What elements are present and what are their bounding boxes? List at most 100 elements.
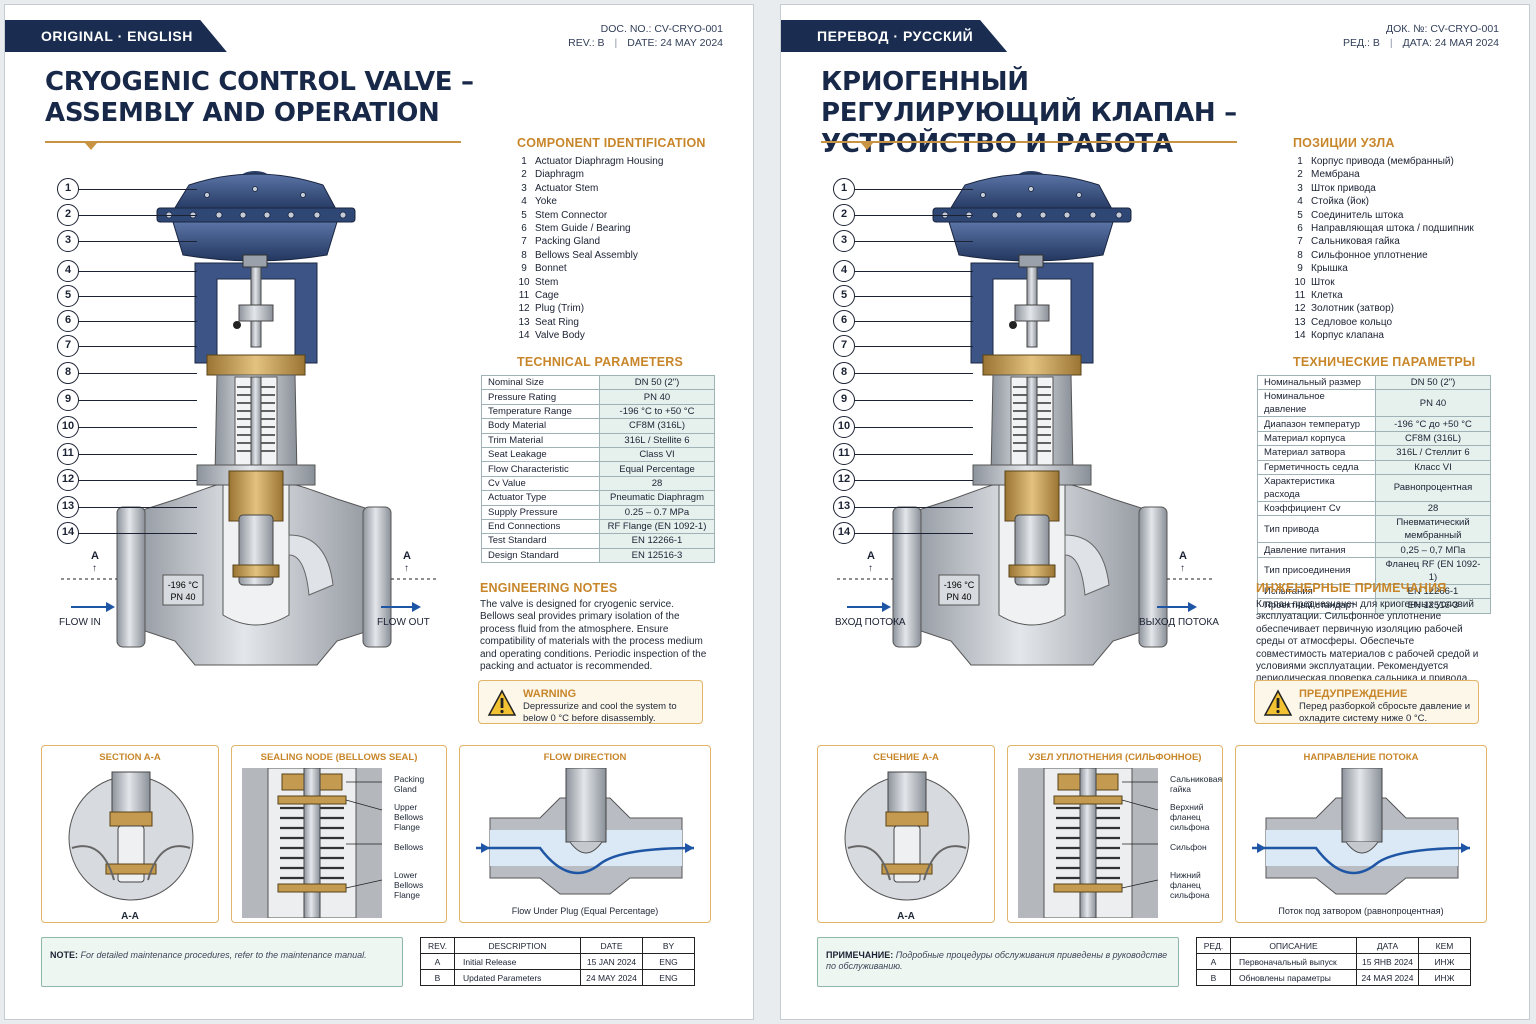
callout-1: 1 bbox=[833, 178, 855, 200]
component-name: Сальниковая гайка bbox=[1311, 236, 1400, 248]
section-a-a-drawing bbox=[844, 771, 970, 901]
component-name: Мембрана bbox=[1311, 169, 1360, 181]
param-name: Номинальный размер bbox=[1257, 374, 1376, 391]
rev-header-cell: ОПИСАНИЕ bbox=[1230, 937, 1357, 954]
warning-icon bbox=[1263, 689, 1293, 716]
param-value: PN 40 bbox=[1375, 389, 1491, 418]
rev-cell: A bbox=[1196, 953, 1231, 970]
sealing-node-panel: УЗЕЛ УПЛОТНЕНИЯ (СИЛЬФОННОЕ) Сальниковая… bbox=[1007, 745, 1223, 923]
param-name: Материал корпуса bbox=[1257, 430, 1376, 447]
component-name: Diaphragm bbox=[535, 169, 584, 181]
section-a-a-panel: СЕЧЕНИЕ A-A A-A bbox=[817, 745, 995, 923]
doc-info: ДОК. №: CV-CRYO-001 РЕД.: B|ДАТА: 24 МАЯ… bbox=[1342, 23, 1499, 49]
warning-icon bbox=[487, 689, 517, 716]
doc-number: DOC. NO.: CV-CRYO-001 bbox=[600, 23, 723, 35]
param-value: Class VI bbox=[599, 446, 715, 463]
param-name: Seat Leakage bbox=[481, 446, 600, 463]
note-text: For detailed maintenance procedures, ref… bbox=[80, 950, 367, 960]
flow-direction-caption: Поток под затвором (равнопроцентная) bbox=[1278, 906, 1444, 916]
callout-leader-8 bbox=[79, 373, 197, 374]
flow-direction-panel: НАПРАВЛЕНИЕ ПОТОКА Поток под затвором (р… bbox=[1235, 745, 1487, 923]
language-tag: ORIGINAL · ENGLISH bbox=[5, 20, 227, 52]
flow-in-arrow bbox=[71, 602, 115, 612]
component-number: 12 bbox=[1294, 303, 1306, 315]
param-value: 0.25 – 0.7 MPa bbox=[599, 504, 715, 520]
callout-14: 14 bbox=[57, 522, 79, 544]
param-name: Flow Characteristic bbox=[481, 461, 600, 477]
component-name: Крышка bbox=[1311, 263, 1348, 275]
component-name: Седловое кольцо bbox=[1311, 316, 1393, 328]
param-name: Материал затвора bbox=[1257, 445, 1376, 461]
component-number: 4 bbox=[521, 196, 527, 208]
rev-cell: Updated Parameters bbox=[454, 969, 581, 986]
param-name: Коэффициент Cv bbox=[1257, 500, 1376, 517]
component-name: Золотник (затвор) bbox=[1311, 303, 1395, 315]
callout-14: 14 bbox=[833, 522, 855, 544]
param-value: PN 40 bbox=[599, 389, 715, 405]
param-value: RF Flange (EN 1092-1) bbox=[599, 518, 715, 535]
callout-leader-1 bbox=[79, 189, 197, 190]
callout-leader-2 bbox=[79, 215, 197, 216]
component-number: 1 bbox=[1297, 156, 1303, 167]
component-name: Корпус привода (мембранный) bbox=[1311, 156, 1454, 167]
rev-cell: B bbox=[420, 969, 455, 986]
component-number: 6 bbox=[1297, 223, 1303, 235]
flow-direction-panel: FLOW DIRECTION Flow Under Plug (Equal Pe… bbox=[459, 745, 711, 923]
callout-leader-4 bbox=[79, 271, 197, 272]
rev-cell: Первоначальный выпуск bbox=[1230, 953, 1357, 970]
param-name: Temperature Range bbox=[481, 403, 600, 420]
flow-out-label: ВЫХОД ПОТОКА bbox=[1139, 617, 1219, 628]
callout-7: 7 bbox=[57, 335, 79, 357]
component-number: 7 bbox=[1297, 236, 1303, 248]
component-number: 5 bbox=[1297, 209, 1303, 221]
title-rule bbox=[45, 141, 461, 150]
component-name: Valve Body bbox=[535, 330, 585, 342]
flow-out-arrow bbox=[1157, 602, 1197, 612]
maintenance-note: ПРИМЕЧАНИЕ: Подробные процедуры обслужив… bbox=[817, 937, 1179, 987]
callout-leader-14 bbox=[855, 533, 973, 534]
param-value: Фланец RF (EN 1092-1) bbox=[1375, 556, 1491, 585]
param-name: Характеристика расхода bbox=[1257, 473, 1376, 502]
component-number: 14 bbox=[518, 330, 530, 342]
callout-leader-13 bbox=[79, 507, 197, 508]
section-marker-right-arrow: ↑ bbox=[404, 563, 409, 574]
component-number: 5 bbox=[521, 209, 527, 221]
component-name: Plug (Trim) bbox=[535, 303, 585, 315]
param-row: Temperature Range-196 °C to +50 °C bbox=[481, 403, 715, 420]
param-value: -196 °C до +50 °C bbox=[1375, 416, 1491, 432]
param-name: Pressure Rating bbox=[481, 389, 600, 405]
notes-heading: ENGINEERING NOTES bbox=[480, 581, 618, 595]
callout-leader-5 bbox=[79, 296, 197, 297]
callout-leader-4 bbox=[855, 271, 973, 272]
param-value: EN 12516-3 bbox=[599, 547, 715, 564]
param-value: DN 50 (2") bbox=[1375, 374, 1491, 391]
language-tag: ПЕРЕВОД · РУССКИЙ bbox=[781, 20, 1008, 52]
callout-leader-8 bbox=[855, 373, 973, 374]
label-lower-bellows-flange: Нижний фланец сильфона bbox=[1170, 870, 1210, 900]
param-value: 0,25 – 0,7 МПа bbox=[1375, 542, 1491, 558]
maintenance-note: NOTE: For detailed maintenance procedure… bbox=[41, 937, 403, 987]
